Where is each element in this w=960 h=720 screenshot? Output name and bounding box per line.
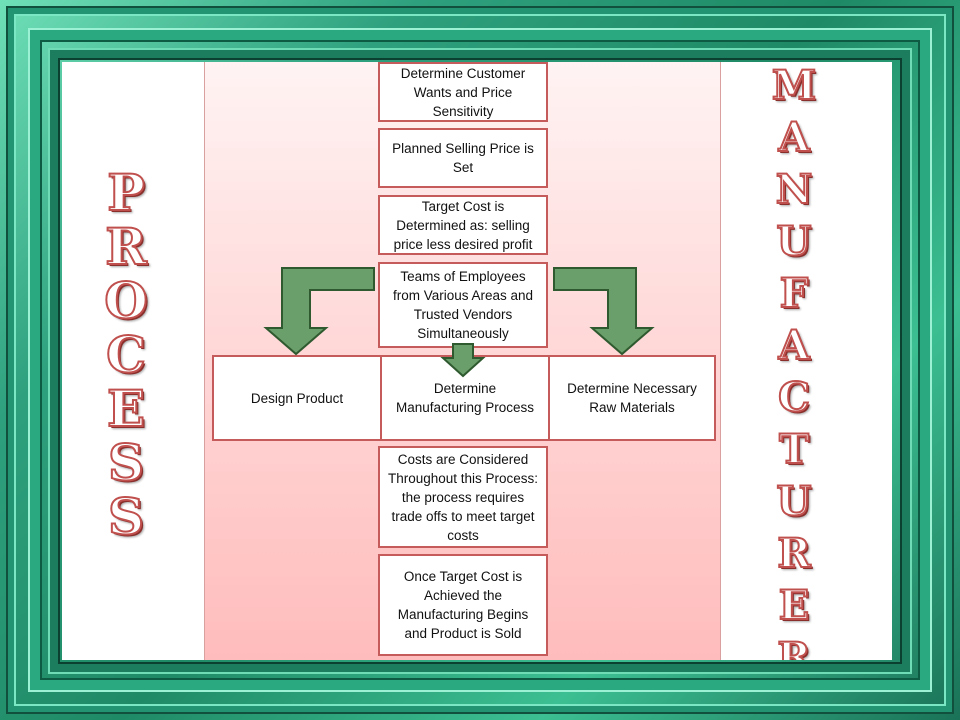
frame-bevel-outer [8, 8, 952, 712]
manufacturer-letter: N [775, 165, 814, 214]
slide-canvas: P R O C E S S Determine Customer Wants a… [62, 62, 892, 660]
process-vertical-title: P R O C E S S [103, 163, 149, 546]
arrow-center-down-icon [440, 343, 486, 378]
manufacturer-letter: A [777, 113, 810, 162]
manufacturer-vertical-title: M A N U F A C T U R E R [771, 62, 817, 660]
manufacturer-letter: F [779, 269, 809, 318]
process-letter: R [104, 217, 148, 276]
manufacturer-letter: C [777, 373, 811, 422]
process-letter: E [106, 379, 146, 438]
manufacturer-letter: R [776, 529, 811, 578]
parallel-step-raw-materials: Determine Necessary Raw Materials [550, 357, 714, 439]
arrow-left-elbow-icon [263, 267, 375, 356]
frame-bevel-inner [50, 50, 910, 672]
parallel-step-design-product: Design Product [214, 357, 380, 439]
process-letter: P [106, 163, 146, 222]
flow-step-teams: Teams of Employees from Various Areas an… [378, 262, 548, 348]
flow-step-target-cost: Target Cost is Determined as: selling pr… [378, 195, 548, 255]
flow-step-selling-price: Planned Selling Price is Set [378, 128, 548, 188]
manufacturer-letter: U [776, 217, 813, 266]
process-letter: S [107, 433, 145, 492]
process-letter: C [105, 325, 147, 384]
flow-arrows [263, 267, 655, 378]
flow-step-manufacturing-begins: Once Target Cost is Achieved the Manufac… [378, 554, 548, 656]
process-letter: S [107, 487, 145, 546]
arrow-right-elbow-icon [553, 267, 655, 356]
manufacturer-letter: T [778, 425, 810, 474]
frame-bevel-middle [30, 30, 930, 690]
process-letter: O [103, 271, 149, 330]
manufacturer-letter: A [777, 321, 810, 370]
manufacturer-letter: R [776, 633, 811, 660]
manufacturer-letter: U [776, 477, 813, 526]
flow-step-customer-wants: Determine Customer Wants and Price Sensi… [378, 62, 548, 122]
manufacturer-letter: E [778, 581, 810, 630]
flow-step-costs-considered: Costs are Considered Throughout this Pro… [378, 446, 548, 548]
manufacturer-letter: M [771, 62, 817, 110]
